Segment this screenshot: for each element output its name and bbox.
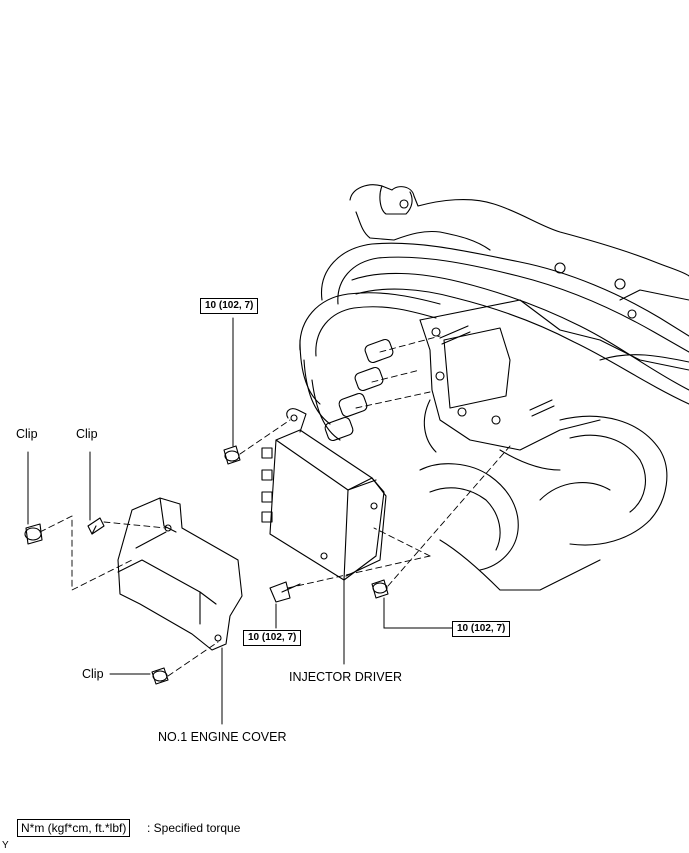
torque-spec-bottom-right: 10 (102, 7)	[452, 621, 511, 637]
torque-spec-bottom-left: 10 (102, 7)	[243, 630, 302, 646]
engine-cover-label: NO.1 ENGINE COVER	[158, 730, 287, 744]
legend-unit-box: N*m (kgf*cm, ft.*lbf)	[17, 819, 131, 837]
connector-group	[299, 338, 394, 442]
torque-spec-top: 10 (102, 7)	[200, 298, 259, 314]
corner-mark: Y	[2, 840, 9, 851]
engine-assembly	[299, 184, 689, 591]
alignment-lines	[39, 335, 511, 677]
clip-label-bottom: Clip	[82, 667, 104, 681]
clip-label-left: Clip	[16, 427, 38, 441]
fasteners	[24, 445, 389, 685]
injector-driver-label: INJECTOR DRIVER	[289, 670, 402, 684]
injector-driver-unit	[261, 408, 387, 581]
engine-cover-part	[117, 497, 243, 651]
legend-description: : Specified torque	[147, 821, 241, 835]
clip-label-middle: Clip	[76, 427, 98, 441]
leader-lines	[27, 317, 453, 725]
